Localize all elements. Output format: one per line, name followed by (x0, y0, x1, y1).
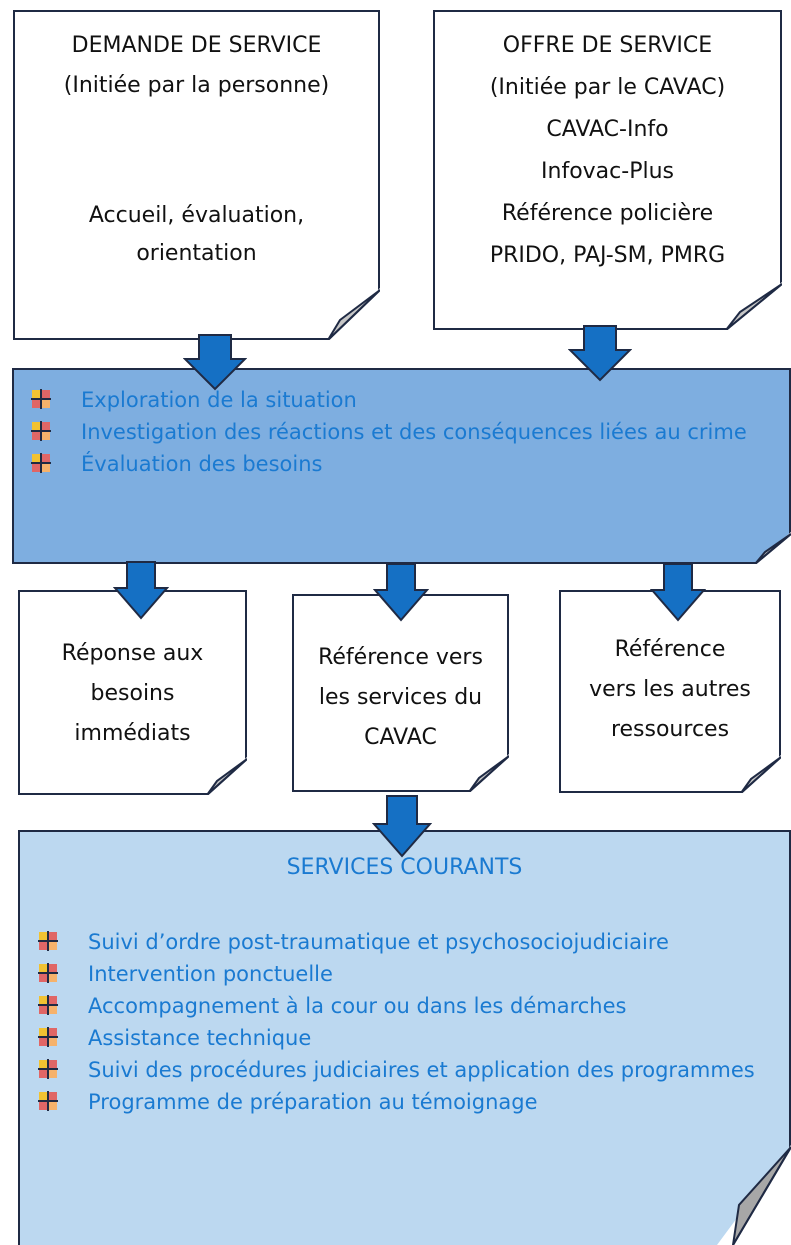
bullet-icon (38, 963, 58, 983)
offre-line-4: Référence policière (501, 201, 714, 226)
services-courants-box: SERVICES COURANTS Suivi d’ordre post-tra… (18, 830, 791, 1245)
down-arrow-icon (373, 563, 429, 622)
response-line: les services du (318, 685, 483, 710)
list-item: Assistance technique (38, 1022, 780, 1054)
down-arrow-icon (650, 563, 706, 622)
response-line: Réponse aux (61, 641, 204, 666)
evaluation-list: Exploration de la situation Investigatio… (31, 384, 786, 480)
bullet-icon (38, 995, 58, 1015)
bullet-icon (38, 1059, 58, 1079)
offre-line-5: PRIDO, PAJ-SM, PMRG (489, 243, 726, 268)
page-fold-icon (328, 288, 380, 340)
offre-line-3: Infovac-Plus (541, 159, 674, 184)
down-arrow-icon (372, 795, 432, 858)
response-line: immédiats (74, 721, 191, 746)
list-item: Programme de préparation au témoignage (38, 1086, 780, 1118)
page-fold-icon (755, 532, 791, 564)
demande-title: DEMANDE DE SERVICE (71, 33, 322, 58)
offre-title: OFFRE DE SERVICE (502, 33, 713, 58)
bullet-icon (38, 1091, 58, 1111)
offre-line-1: (Initiée par le CAVAC) (489, 75, 726, 100)
offre-line-2: CAVAC-Info (546, 117, 669, 142)
response-line: Référence vers (318, 645, 483, 670)
down-arrow-icon (183, 334, 247, 391)
page-fold-icon (726, 282, 782, 330)
services-item-label: Programme de préparation au témoignage (88, 1090, 538, 1114)
offre-de-service-box: OFFRE DE SERVICE (Initiée par le CAVAC) … (433, 10, 782, 330)
page-fold-icon (469, 754, 509, 792)
response-box-other-resources: Référence vers les autres ressources (559, 590, 781, 793)
list-item: Exploration de la situation (31, 384, 786, 416)
response-box-immediate: Réponse aux besoins immédiats (18, 590, 247, 795)
page-fold-icon (207, 757, 247, 795)
list-item: Investigation des réactions et des consé… (31, 416, 786, 448)
services-item-label: Suivi d’ordre post-traumatique et psycho… (88, 930, 669, 954)
demande-line-1: Accueil, évaluation, (88, 203, 305, 228)
list-item: Suivi des procédures judiciaires et appl… (38, 1054, 780, 1086)
bullet-icon (31, 421, 51, 441)
services-item-label: Accompagnement à la cour ou dans les dém… (88, 994, 627, 1018)
list-item: Suivi d’ordre post-traumatique et psycho… (38, 926, 780, 958)
evaluation-item-label: Investigation des réactions et des consé… (81, 420, 747, 444)
bullet-icon (31, 453, 51, 473)
demande-de-service-box: DEMANDE DE SERVICE (Initiée par la perso… (13, 10, 380, 340)
down-arrow-icon (568, 325, 632, 382)
services-title: SERVICES COURANTS (286, 855, 523, 880)
response-line: vers les autres (589, 677, 751, 702)
evaluation-item-label: Évaluation des besoins (81, 452, 323, 476)
services-list: Suivi d’ordre post-traumatique et psycho… (38, 926, 780, 1118)
bullet-icon (31, 389, 51, 409)
response-line: Référence (614, 637, 726, 662)
page-fold-icon (741, 755, 781, 793)
list-item: Intervention ponctuelle (38, 958, 780, 990)
demande-line-2: orientation (136, 241, 257, 266)
evaluation-item-label: Exploration de la situation (81, 388, 357, 412)
response-line: besoins (90, 681, 175, 706)
demande-subtitle: (Initiée par la personne) (63, 73, 330, 98)
services-item-label: Intervention ponctuelle (88, 962, 333, 986)
response-box-cavac: Référence vers les services du CAVAC (292, 594, 509, 792)
list-item: Accompagnement à la cour ou dans les dém… (38, 990, 780, 1022)
list-item: Évaluation des besoins (31, 448, 786, 480)
services-item-label: Suivi des procédures judiciaires et appl… (88, 1058, 755, 1082)
bullet-icon (38, 931, 58, 951)
down-arrow-icon (113, 561, 169, 620)
evaluation-box: Exploration de la situation Investigatio… (12, 368, 791, 564)
page-fold-icon (717, 1145, 791, 1245)
response-line: CAVAC (364, 725, 437, 750)
response-line: ressources (610, 717, 730, 742)
bullet-icon (38, 1027, 58, 1047)
services-item-label: Assistance technique (88, 1026, 312, 1050)
